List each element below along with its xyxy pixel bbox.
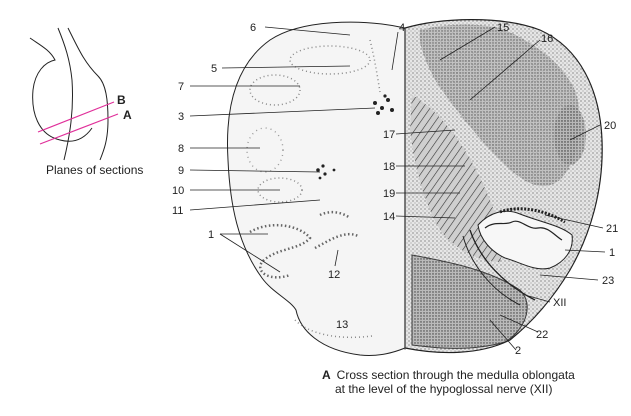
inset-outline-posterior [67, 27, 109, 161]
label-7: 7 [178, 81, 184, 93]
label-12: 12 [328, 269, 340, 281]
label-19: 19 [383, 188, 395, 200]
left-half-outline [227, 21, 406, 356]
label-3: 3 [178, 111, 184, 123]
label-1-right: 1 [609, 247, 615, 259]
inset-brainstem-diagram: B A Planes of sections [29, 27, 143, 177]
left-stipple-nuclei [246, 39, 381, 339]
left-nuclei-dots [316, 94, 394, 180]
inset-outline-pons [29, 37, 93, 142]
pyramid [411, 254, 528, 349]
plane-a-line [39, 113, 119, 145]
label-15: 15 [497, 22, 509, 34]
label-16: 16 [541, 33, 553, 45]
label-8: 8 [178, 143, 184, 155]
caption-line-2: at the level of the hypoglossal nerve (X… [335, 382, 553, 396]
inferior-olive [477, 210, 573, 270]
figure-caption: A Cross section through the medulla oblon… [322, 368, 622, 396]
hypoglossal-nerve-root-2 [462, 235, 521, 306]
label-21: 21 [606, 223, 618, 235]
label-xii: XII [553, 297, 566, 309]
left-half-section [227, 21, 406, 356]
label-5: 5 [211, 63, 217, 75]
plane-a-label: A [123, 108, 132, 122]
label-4: 4 [399, 22, 405, 34]
label-11: 11 [172, 205, 183, 217]
label-22: 22 [536, 329, 548, 341]
label-17: 17 [383, 129, 395, 141]
label-6: 6 [250, 22, 256, 34]
label-10: 10 [172, 185, 184, 197]
leader-lines [189, 26, 606, 351]
olive-folds [484, 220, 563, 241]
label-23: 23 [602, 275, 614, 287]
olive-capsule [499, 207, 566, 224]
label-1-left: 1 [208, 229, 214, 241]
label-18: 18 [383, 161, 395, 173]
number-labels: 6 4 5 7 3 8 9 10 11 1 12 13 17 18 19 14 … [172, 22, 618, 357]
label-20: 20 [604, 120, 616, 132]
label-13: 13 [336, 319, 348, 331]
figure-letter: A [322, 368, 331, 382]
fiber-tracts [410, 95, 502, 262]
spinal-trigeminal-region [554, 105, 586, 165]
caption-line-1: Cross section through the medulla oblong… [336, 368, 575, 382]
inset-outline-anterior [57, 27, 74, 161]
label-2: 2 [515, 345, 521, 357]
inferior-cerebellar-peduncle [419, 24, 580, 187]
inset-caption: Planes of sections [46, 163, 143, 177]
plane-b-label: B [117, 93, 126, 107]
label-9: 9 [178, 165, 184, 177]
right-half-section [404, 19, 603, 354]
plane-b-line [37, 101, 115, 133]
label-14: 14 [383, 211, 395, 223]
